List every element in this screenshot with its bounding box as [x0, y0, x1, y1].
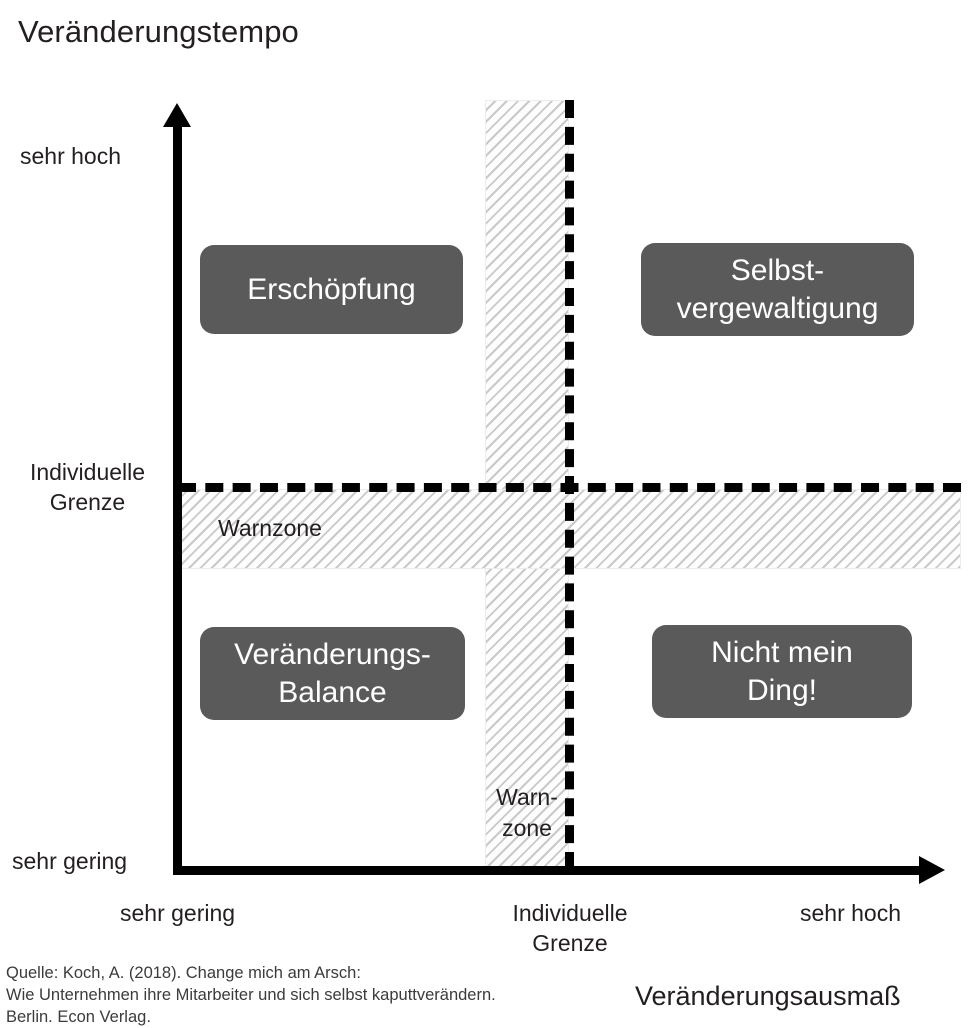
x-axis-line — [173, 866, 923, 875]
warnzone-label-vertical: Warn- zone — [496, 784, 558, 842]
warnzone-label-horizontal: Warnzone — [218, 515, 322, 541]
source-citation: Quelle: Koch, A. (2018). Change mich am … — [6, 964, 496, 1026]
threshold-line-vertical — [565, 100, 574, 870]
x-axis-label-sehr-gering: sehr gering — [120, 900, 236, 926]
quadrant-box-selbstvergewaltigung: Selbst- vergewaltigung — [641, 243, 914, 336]
y-axis-arrow-icon — [163, 103, 191, 127]
x-axis-label-sehr-hoch: sehr hoch — [800, 900, 902, 926]
y-axis-label-sehr-gering: sehr gering — [12, 848, 128, 874]
y-axis-label-sehr-hoch: sehr hoch — [20, 143, 122, 169]
y-axis-label-individuelle-grenze: Individuelle Grenze — [29, 459, 146, 515]
x-axis-title: Veränderungsausmaß — [635, 981, 901, 1011]
x-axis-arrow-icon — [919, 856, 945, 884]
quadrant-box-nicht-mein-ding: Nicht mein Ding! — [652, 625, 912, 718]
quadrant-box-veraenderungs-balance: Veränderungs- Balance — [200, 627, 465, 720]
y-axis-line — [173, 122, 182, 874]
x-axis-label-individuelle-grenze: Individuelle Grenze — [512, 900, 628, 956]
page-title: Veränderungstempo — [18, 14, 299, 49]
quadrant-box-erschoepfung: Erschöpfung — [200, 245, 463, 334]
